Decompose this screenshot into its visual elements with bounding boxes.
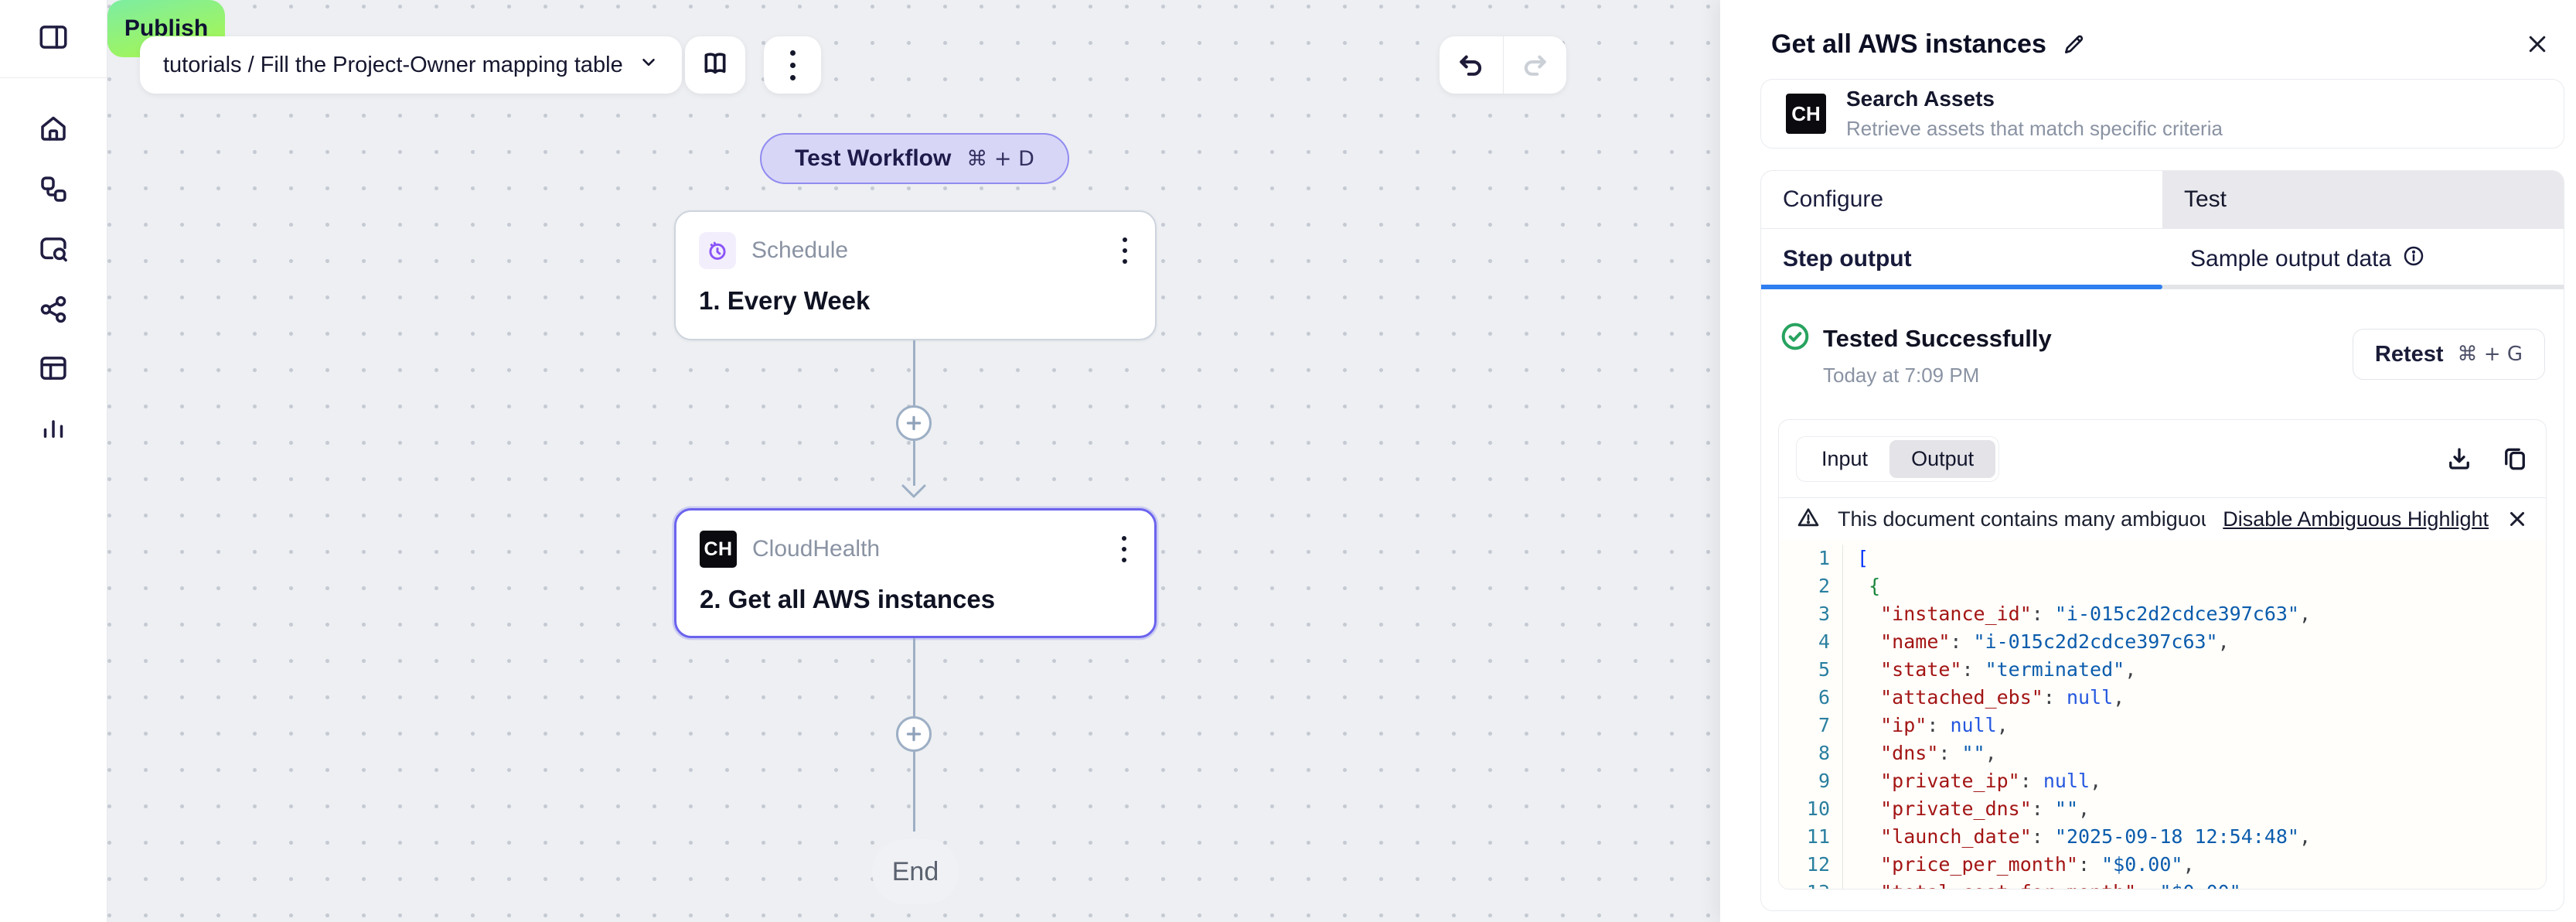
code-line: 7 "ip": null, (1779, 712, 2546, 739)
share-icon[interactable] (29, 285, 78, 334)
code-line: 10 "private_dns": "", (1779, 795, 2546, 823)
workflow-breadcrumb[interactable]: tutorials / Fill the Project-Owner mappi… (140, 36, 682, 94)
book-icon (700, 48, 731, 83)
chevron-down-icon (639, 52, 659, 78)
node-title: 1. Every Week (699, 286, 871, 315)
undo-button[interactable] (1440, 36, 1504, 94)
warning-text: This document contains many ambiguous un… (1838, 507, 2206, 531)
history-controls (1440, 36, 1566, 94)
schedule-clock-icon (699, 232, 736, 269)
redo-button[interactable] (1504, 36, 1566, 94)
node-schedule[interactable]: Schedule 1. Every Week (674, 210, 1157, 340)
connector-line (913, 340, 915, 405)
code-line: 1[ (1779, 545, 2546, 572)
plus-icon (906, 726, 922, 742)
output-segment[interactable]: Output (1889, 439, 1996, 478)
test-workflow-button[interactable]: Test Workflow ⌘ + D (760, 133, 1069, 184)
panel-tabs: Configure Test (1761, 171, 2564, 229)
copy-icon[interactable] (2501, 445, 2529, 473)
test-subtabs: Step output Sample output data (1761, 229, 2564, 289)
code-line: 13 "total_cost_for_month": "$0.00", (1779, 879, 2546, 889)
test-status-row: Tested Successfully Today at 7:09 PM Ret… (1761, 289, 2564, 419)
retest-shortcut: ⌘ + G (2457, 343, 2523, 366)
download-icon[interactable] (2445, 445, 2473, 473)
code-line: 4 "name": "i-015c2d2cdce397c63", (1779, 628, 2546, 656)
test-timestamp: Today at 7:09 PM (1823, 364, 1980, 387)
node-menu-icon[interactable] (1118, 233, 1132, 268)
warning-icon (1796, 505, 1821, 534)
workflow-menu-button[interactable] (764, 36, 821, 94)
code-lines: 1[2 {3 "instance_id": "i-015c2d2cdce397c… (1779, 545, 2546, 889)
node-app-label: Schedule (751, 237, 849, 263)
analytics-icon[interactable] (29, 402, 78, 452)
end-node: End (872, 839, 959, 904)
disable-highlight-link[interactable]: Disable Ambiguous Highlight (2223, 507, 2489, 531)
code-line: 11 "launch_date": "2025-09-18 12:54:48", (1779, 823, 2546, 851)
dismiss-warning-icon[interactable] (2506, 507, 2529, 531)
retest-button[interactable]: Retest ⌘ + G (2352, 329, 2545, 380)
connector-arrow-icon (898, 481, 929, 507)
code-line: 2 { (1779, 572, 2546, 600)
subtab-underline-track (1761, 285, 2564, 289)
test-status-label: Tested Successfully (1823, 324, 2052, 352)
workflow-canvas[interactable]: tutorials / Fill the Project-Owner mappi… (107, 0, 1720, 922)
kebab-icon (789, 50, 796, 80)
sidebar-divider (0, 77, 107, 78)
tab-configure[interactable]: Configure (1783, 186, 1884, 212)
docs-button[interactable] (685, 36, 745, 94)
add-step-button[interactable] (896, 716, 932, 752)
action-name: Search Assets (1846, 87, 1995, 111)
subtab-sample-output-label: Sample output data (2190, 246, 2392, 271)
code-line: 3 "instance_id": "i-015c2d2cdce397c63", (1779, 600, 2546, 628)
code-line: 8 "dns": "", (1779, 739, 2546, 767)
subtab-underline-active (1761, 285, 2162, 289)
info-icon (2402, 244, 2425, 274)
action-card: CH Search Assets Retrieve assets that ma… (1760, 79, 2564, 149)
success-check-icon (1780, 321, 1811, 356)
add-step-button[interactable] (896, 405, 932, 441)
close-panel-icon[interactable] (2521, 28, 2554, 60)
search-assets-icon[interactable] (29, 224, 78, 274)
node-app-label: CloudHealth (752, 536, 881, 562)
test-workflow-shortcut: ⌘ + D (966, 146, 1034, 171)
node-cloudhealth[interactable]: CH CloudHealth 2. Get all AWS instances (674, 508, 1157, 638)
subtab-step-output[interactable]: Step output (1761, 246, 2162, 272)
code-line: 5 "state": "terminated", (1779, 656, 2546, 684)
tab-test[interactable]: Test (2162, 171, 2564, 228)
panel-header: Get all AWS instances (1760, 0, 2564, 79)
connector-line (913, 441, 915, 486)
action-description: Retrieve assets that match specific crit… (1846, 117, 2223, 140)
step-config-card: Configure Test Step output Sample output… (1760, 170, 2564, 911)
cloudhealth-logo: CH (700, 531, 737, 568)
plus-icon (906, 415, 922, 431)
node-menu-icon[interactable] (1117, 531, 1131, 567)
test-workflow-label: Test Workflow (795, 145, 952, 171)
connector-line (913, 752, 915, 832)
input-output-toggle: Input Output (1796, 435, 2000, 482)
tables-icon[interactable] (29, 343, 78, 393)
connector-line (913, 638, 915, 716)
cloudhealth-logo: CH (1786, 94, 1826, 134)
subtab-sample-output[interactable]: Sample output data (2162, 244, 2564, 274)
retest-label: Retest (2374, 341, 2444, 367)
json-output-code[interactable]: 1[2 {3 "instance_id": "i-015c2d2cdce397c… (1779, 540, 2546, 889)
workflows-icon[interactable] (29, 165, 78, 214)
node-title: 2. Get all AWS instances (700, 585, 996, 613)
code-line: 12 "price_per_month": "$0.00", (1779, 851, 2546, 879)
step-details-panel: Get all AWS instances CH Search Assets R… (1720, 0, 2576, 922)
viewer-toolbar: Input Output (1779, 420, 2546, 497)
input-segment[interactable]: Input (1821, 446, 1869, 470)
home-icon[interactable] (29, 104, 78, 153)
code-line: 6 "attached_ebs": null, (1779, 684, 2546, 712)
step-title: Get all AWS instances (1771, 29, 2046, 59)
code-line: 9 "private_ip": null, (1779, 767, 2546, 795)
ambiguous-unicode-warning: This document contains many ambiguous un… (1779, 497, 2546, 540)
breadcrumb-label: tutorials / Fill the Project-Owner mappi… (163, 52, 623, 77)
subtab-step-output-label: Step output (1783, 246, 1912, 271)
left-sidebar (0, 0, 107, 922)
edit-title-icon[interactable] (2062, 32, 2087, 56)
output-viewer: Input Output (1778, 419, 2547, 890)
panel-toggle-icon[interactable] (29, 12, 78, 62)
